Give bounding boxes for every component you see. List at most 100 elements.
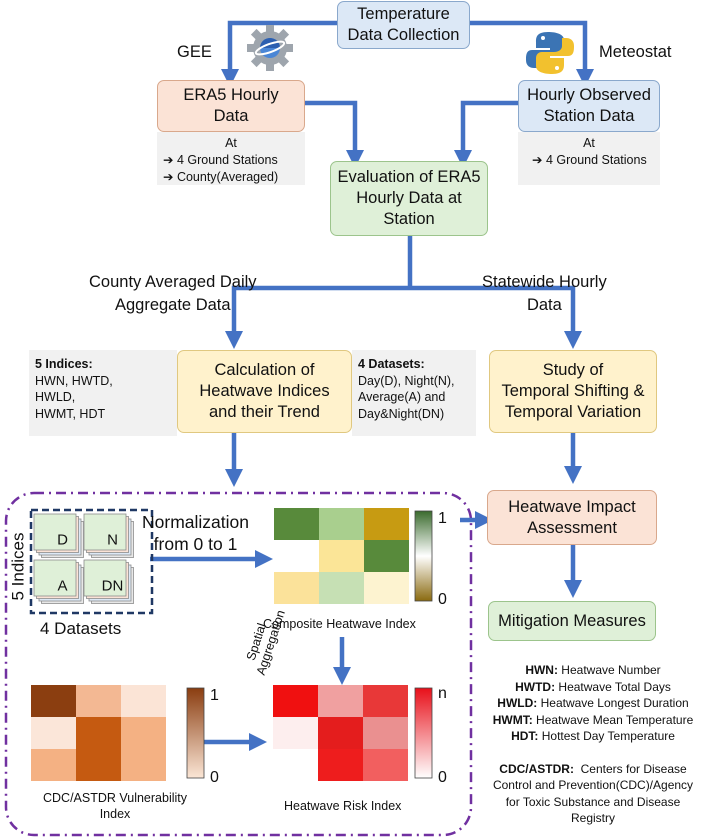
arrow-era5-to-eval bbox=[305, 100, 364, 168]
label-line: from 0 to 1 bbox=[153, 534, 238, 554]
heatmap-cell bbox=[121, 685, 166, 717]
node-text: Data Collection bbox=[347, 26, 460, 44]
node-text: Station bbox=[383, 210, 435, 228]
definition-line: HDT: Hottest Day Temperature bbox=[480, 728, 706, 745]
note-item: ➔ 4 Ground Stations bbox=[532, 153, 647, 167]
label-composite-index: Composite Heatwave Index bbox=[263, 617, 416, 631]
cdc-colorbar bbox=[186, 687, 205, 779]
definition-abbr: CDC/ASTDR: bbox=[499, 761, 574, 776]
dataset-card bbox=[33, 513, 77, 551]
node-mitigation: Mitigation Measures bbox=[488, 601, 656, 641]
definition-text: Heatwave Total Days bbox=[555, 679, 671, 694]
label-normalization: Normalization from 0 to 1 bbox=[142, 511, 249, 555]
composite-max-label: 1 bbox=[438, 510, 447, 527]
dataset-card-stack: N bbox=[83, 513, 134, 558]
dataset-card bbox=[33, 559, 77, 597]
node-text: Station Data bbox=[543, 107, 635, 125]
cdc-definition-line: for Toxic Substance and Disease bbox=[505, 794, 681, 809]
heatmap-cell bbox=[318, 749, 363, 781]
label-statewide-hourly: Statewide Hourly Data bbox=[482, 271, 607, 317]
heatmap-cell bbox=[319, 572, 364, 604]
note-title: At bbox=[583, 136, 595, 150]
note-title: 5 Indices: bbox=[35, 357, 93, 371]
note-item-text: 4 Ground Stations bbox=[176, 153, 278, 167]
heatmap-cell bbox=[363, 717, 408, 749]
risk-colorbar bbox=[414, 687, 433, 779]
heatmap-cell bbox=[274, 508, 319, 540]
dataset-card-stack: DN bbox=[83, 559, 134, 604]
node-impact-assessment: Heatwave Impact Assessment bbox=[487, 490, 657, 545]
label-line: CDC/ASTDR Vulnerability bbox=[42, 791, 188, 805]
note-datasets: 4 Datasets: Day(D), Night(N), Average(A)… bbox=[352, 350, 476, 436]
python-icon bbox=[526, 32, 574, 74]
label-line: Index bbox=[99, 807, 131, 821]
label-five-indices: 5 Indices bbox=[8, 532, 28, 601]
node-temporal-study: Study of Temporal Shifting & Temporal Va… bbox=[489, 350, 657, 433]
dataset-cards-frame bbox=[29, 508, 154, 615]
node-text: Mitigation Measures bbox=[498, 611, 646, 630]
heatmap-cell bbox=[76, 749, 121, 781]
dataset-card-label: A bbox=[57, 578, 67, 595]
indices-region-border bbox=[4, 491, 473, 837]
heatmap-cell bbox=[121, 749, 166, 781]
node-text: Hourly Observed bbox=[527, 86, 651, 104]
label-line: Normalization bbox=[142, 512, 249, 532]
definition-abbr: HWTD: bbox=[515, 679, 556, 694]
arrow-to-temporal bbox=[410, 285, 582, 349]
cdc-definition-line: Registry bbox=[570, 811, 615, 825]
heatmap-cell bbox=[363, 685, 408, 717]
dataset-card-label: DN bbox=[102, 578, 124, 595]
dataset-card-label: N bbox=[107, 532, 118, 549]
risk-max-label: n bbox=[438, 685, 447, 702]
arrow-to-calc bbox=[225, 285, 410, 349]
note-line: Average(A) and bbox=[358, 390, 446, 404]
note-era5-locations: At ➔ 4 Ground Stations ➔ County(Averaged… bbox=[157, 132, 305, 185]
definition-line: HWLD: Heatwave Longest Duration bbox=[480, 695, 706, 712]
heatmap-cell bbox=[273, 749, 318, 781]
heatmap-cell bbox=[364, 572, 409, 604]
definition-text: Centers for Disease bbox=[573, 761, 687, 776]
arrow-to-station bbox=[470, 20, 594, 87]
definition-text: Heatwave Number bbox=[557, 663, 661, 677]
node-text: Temperature bbox=[357, 5, 450, 23]
heatmap-cell bbox=[364, 540, 409, 572]
node-text: Evaluation of ERA5 bbox=[337, 168, 481, 186]
note-line: HWN, HWTD, bbox=[35, 373, 113, 388]
definition-line: HWTD: Heatwave Total Days bbox=[480, 679, 706, 696]
heatmap-cell bbox=[273, 685, 318, 717]
note-line: Day&Night(DN) bbox=[358, 406, 445, 421]
heatmap-cell bbox=[274, 572, 319, 604]
note-item-text: 4 Ground Stations bbox=[545, 153, 647, 167]
node-text: ERA5 Hourly bbox=[183, 86, 279, 104]
definition-text: Heatwave Mean Temperature bbox=[532, 712, 694, 727]
definition-abbr: HDT: bbox=[511, 729, 539, 743]
definition-text: Hottest Day Temperature bbox=[538, 729, 675, 743]
label-line: Data bbox=[526, 296, 562, 314]
note-line: HWLD, bbox=[35, 390, 76, 404]
dataset-card-label: D bbox=[57, 532, 68, 549]
risk-min-label: 0 bbox=[438, 769, 447, 786]
label-four-datasets: 4 Datasets bbox=[40, 619, 122, 638]
node-station-data: Hourly Observed Station Data bbox=[518, 80, 660, 132]
node-text: Heatwave Impact bbox=[508, 497, 636, 516]
heatmap-cell bbox=[31, 717, 76, 749]
definition-line: HWN: Heatwave Number bbox=[480, 662, 706, 679]
heatmap-cell bbox=[76, 717, 121, 749]
note-item: ➔ 4 Ground Stations bbox=[163, 153, 278, 167]
cdc-heatmap bbox=[31, 685, 166, 781]
composite-colorbar bbox=[414, 510, 433, 602]
label-gee: GEE bbox=[177, 43, 212, 61]
composite-min-label: 0 bbox=[438, 591, 447, 608]
heatmap-cell bbox=[31, 749, 76, 781]
definition-text: Heatwave Longest Duration bbox=[537, 696, 689, 710]
node-text: Study of bbox=[542, 361, 604, 379]
heatmap-cell bbox=[274, 540, 319, 572]
label-risk-index: Heatwave Risk Index bbox=[284, 799, 402, 813]
label-cdc-index: CDC/ASTDR Vulnerability Index bbox=[20, 790, 210, 822]
arrow-to-era5 bbox=[221, 20, 337, 87]
node-evaluation: Evaluation of ERA5 Hourly Data at Statio… bbox=[330, 161, 488, 236]
label-county-averaged: County Averaged Daily Aggregate Data bbox=[89, 271, 257, 317]
heatmap-cell bbox=[319, 540, 364, 572]
definition-line: HWMT: Heatwave Mean Temperature bbox=[480, 712, 706, 729]
